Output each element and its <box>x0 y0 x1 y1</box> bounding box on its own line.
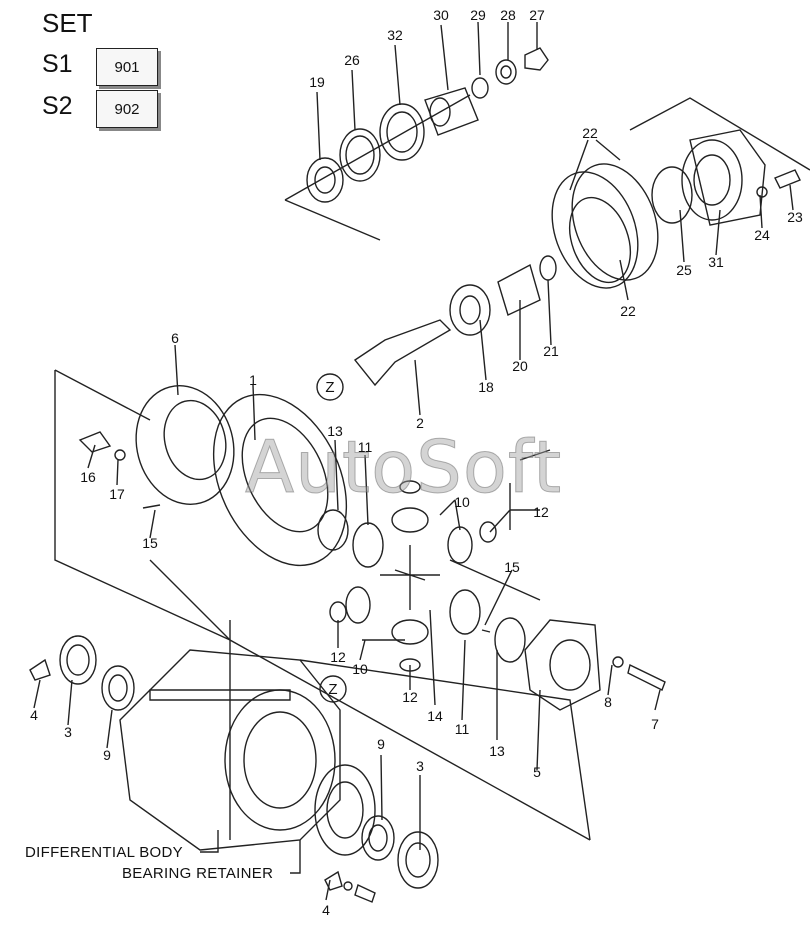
callout-label: 22 <box>620 303 636 319</box>
callout-label: 3 <box>64 724 72 740</box>
callout-label: 19 <box>309 74 325 90</box>
callout-label: 3 <box>416 758 424 774</box>
callout-label: 28 <box>500 7 516 23</box>
set-label: S2 <box>42 92 73 120</box>
callout-label: 10 <box>454 494 470 510</box>
callout-label: 5 <box>533 764 541 780</box>
callout-label: 17 <box>109 486 125 502</box>
callout-label: 24 <box>754 227 770 243</box>
callout-label: 27 <box>529 7 545 23</box>
callout-label: 21 <box>543 343 559 359</box>
callout-label: 25 <box>676 262 692 278</box>
callout-label: 12 <box>330 649 346 665</box>
differential-body-label: DIFFERENTIAL BODY <box>25 844 183 861</box>
watermark: AutoSoft <box>244 425 563 510</box>
callout-label: 15 <box>142 535 158 551</box>
callout-label: 26 <box>344 52 360 68</box>
set-code-box: 902 <box>96 90 158 128</box>
bearing-retainer-label: BEARING RETAINER <box>122 865 274 882</box>
callout-label: 23 <box>787 209 803 225</box>
callout-label: 9 <box>377 736 385 752</box>
callout-label: 7 <box>651 716 659 732</box>
callout-label: 10 <box>352 661 368 677</box>
callout-label: 1 <box>249 372 257 388</box>
callout-label: 9 <box>103 747 111 763</box>
callout-label: 12 <box>533 504 549 520</box>
callout-label: 29 <box>470 7 486 23</box>
set-title: SET <box>42 8 93 38</box>
callout-label: 22 <box>582 125 598 141</box>
callout-label: 12 <box>402 689 418 705</box>
callout-label: 13 <box>327 423 343 439</box>
callout-label: 15 <box>504 559 520 575</box>
callout-label: 11 <box>454 721 470 737</box>
callout-label: 18 <box>478 379 494 395</box>
callout-label: 13 <box>489 743 505 759</box>
callout-label: 30 <box>433 7 449 23</box>
callout-label: 20 <box>512 358 528 374</box>
zone-marker: Z <box>325 379 335 396</box>
set-label: S1 <box>42 50 73 78</box>
callout-label: 31 <box>708 254 724 270</box>
callout-label: 32 <box>387 27 403 43</box>
callout-label: 4 <box>322 902 330 918</box>
callout-label: 14 <box>427 708 443 724</box>
callout-label: 4 <box>30 707 38 723</box>
set-code-box: 901 <box>96 48 158 86</box>
callout-label: 8 <box>604 694 612 710</box>
callout-label: 11 <box>357 439 373 455</box>
zone-marker: Z <box>328 681 338 698</box>
callout-label: 6 <box>171 330 179 346</box>
callout-label: 16 <box>80 469 96 485</box>
callout-label: 2 <box>416 415 424 431</box>
